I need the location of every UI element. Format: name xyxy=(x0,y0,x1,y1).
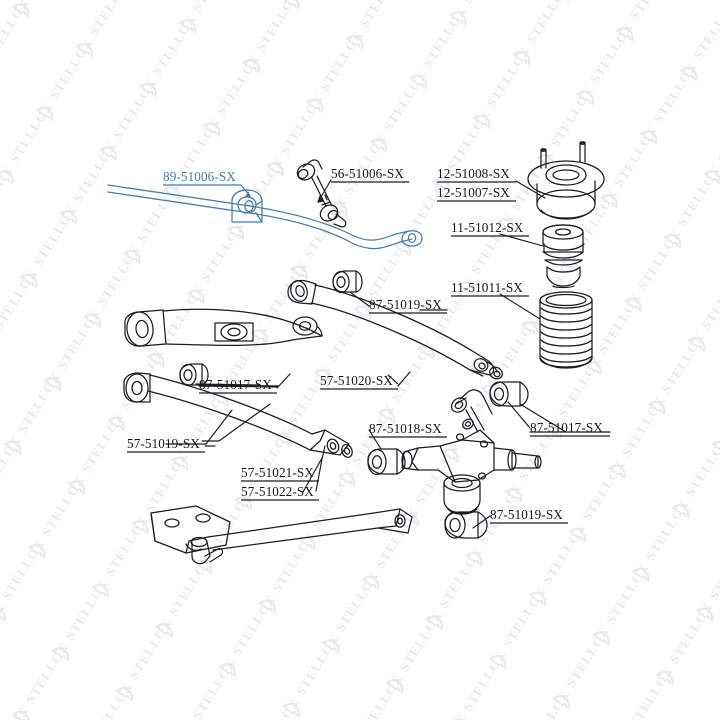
label-layer: 89-51006-SX 56-51006-SX 12-51008-SX 12-5… xyxy=(127,166,610,524)
label-underlines xyxy=(127,181,610,524)
